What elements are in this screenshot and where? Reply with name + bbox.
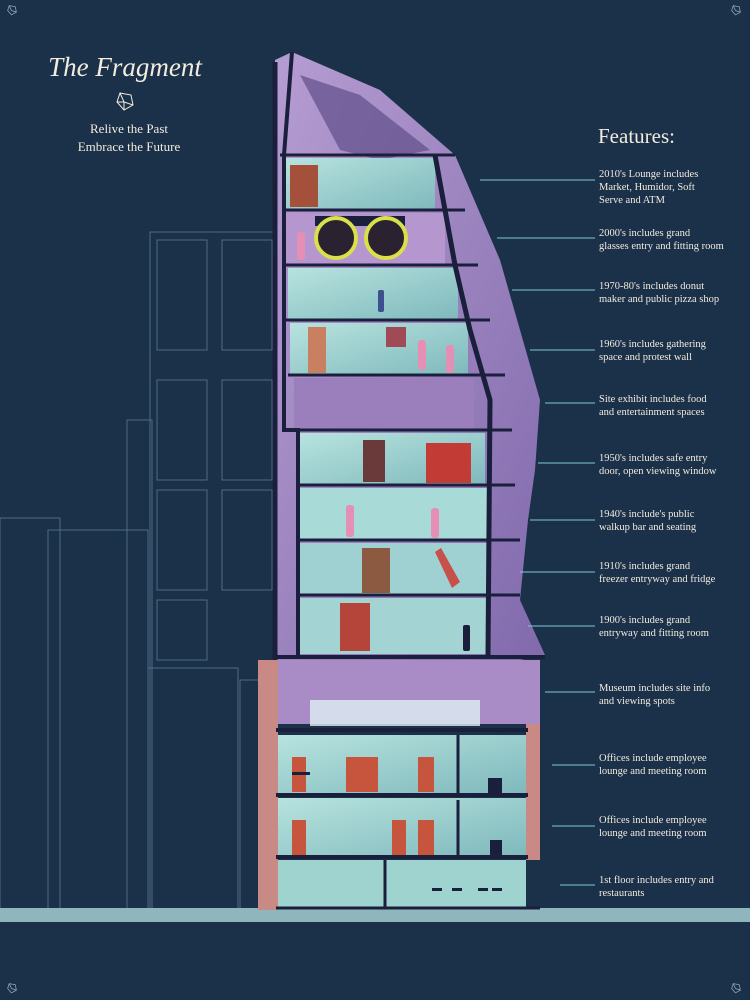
feature-line: restaurants (599, 888, 645, 899)
feature-line: Offices include employee (599, 815, 707, 826)
roof-skylight (300, 75, 430, 160)
feature-item: 1st floor includes entry and restaurants (599, 874, 739, 900)
podium-floors (278, 660, 540, 908)
neighbor-buildings-outline (0, 231, 276, 913)
feature-item: Site exhibit includes food and entertain… (599, 393, 739, 419)
feature-line: 1900's includes grand (599, 615, 691, 626)
feature-item: 2000's includes grand glasses entry and … (599, 227, 739, 253)
feature-line: glasses entry and fitting room (599, 241, 724, 252)
feature-line: space and protest wall (599, 352, 693, 363)
feature-line: lounge and meeting room (599, 766, 707, 777)
feature-line: 1970-80's includes donut (599, 281, 705, 292)
tower-frame (272, 51, 545, 660)
furniture (292, 772, 502, 891)
feature-line: Museum includes site info (599, 683, 711, 694)
feature-item: Offices include employee lounge and meet… (599, 752, 739, 778)
feature-line: 1st floor includes entry and (599, 875, 714, 886)
corner-crystal-icon-top-left (7, 5, 17, 16)
feature-line: entryway and fitting room (599, 628, 709, 639)
podium-frame (276, 728, 540, 910)
feature-line: and entertainment spaces (599, 407, 705, 418)
feature-line: walkup bar and seating (599, 522, 697, 533)
feature-line: 1950's includes safe entry (599, 453, 708, 464)
office-doors (292, 757, 434, 855)
feature-line: 1910's includes grand (599, 561, 691, 572)
feature-item: 1970-80's includes donut maker and publi… (599, 280, 739, 306)
feature-item: Offices include employee lounge and meet… (599, 814, 739, 840)
podium-brick-right (526, 720, 540, 860)
tagline: Relive the Past Embrace the Future (20, 120, 238, 156)
corner-crystal-icon-bottom-left (7, 983, 17, 994)
feature-line: and viewing spots (599, 696, 675, 707)
feature-line: freezer entryway and fridge (599, 574, 716, 585)
feature-line: 1960's includes gathering (599, 339, 706, 350)
ground (0, 908, 750, 922)
crystal-fragment-icon (116, 92, 134, 111)
feature-item: Museum includes site info and viewing sp… (599, 682, 739, 708)
feature-line: door, open viewing window (599, 466, 717, 477)
page-title: The Fragment (48, 52, 202, 82)
feature-line: lounge and meeting room (599, 828, 707, 839)
feature-line: Site exhibit includes food (599, 394, 707, 405)
feature-line: Serve and ATM (599, 195, 665, 206)
feature-item: 2010's Lounge includes Market, Humidor, … (599, 168, 739, 207)
feature-line: maker and public pizza shop (599, 294, 720, 305)
feature-line: Market, Humidor, Soft (599, 182, 695, 193)
feature-item: 1900's includes grand entryway and fitti… (599, 614, 739, 640)
feature-line: 2000's includes grand (599, 228, 691, 239)
feature-line: 2010's Lounge includes (599, 169, 699, 180)
bottle-sculpture (435, 548, 460, 588)
tagline-line-1: Relive the Past (90, 121, 168, 136)
feature-line: 1940's include's public (599, 509, 695, 520)
corner-crystal-icon-top-right (731, 5, 741, 16)
feature-item: 1960's includes gathering space and prot… (599, 338, 739, 364)
feature-line: Offices include employee (599, 753, 707, 764)
feature-item: 1940's include's public walkup bar and s… (599, 508, 739, 534)
doors (290, 165, 471, 651)
podium-brick-left (258, 660, 278, 910)
feature-item: 1910's includes grand freezer entryway a… (599, 560, 739, 586)
feature-leader-lines (480, 179, 595, 886)
features-heading: Features: (598, 124, 675, 148)
corner-crystal-icon-bottom-right (731, 983, 741, 994)
giant-glasses-sculpture (314, 216, 408, 260)
tagline-line-2: Embrace the Future (77, 139, 181, 154)
feature-item: 1950's includes safe entry door, open vi… (599, 452, 739, 478)
